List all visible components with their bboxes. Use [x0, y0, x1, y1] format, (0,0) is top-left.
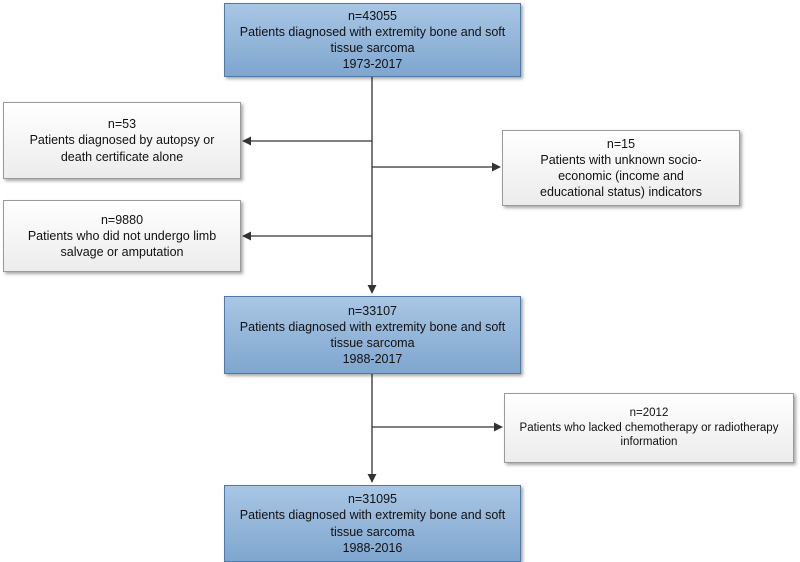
- cohort-description: Patients diagnosed with extremity bone a…: [239, 24, 506, 39]
- cohort-box-initial: n=43055 Patients diagnosed with extremit…: [224, 3, 521, 77]
- exclusion-box-autopsy: n=53 Patients diagnosed by autopsy or de…: [3, 102, 241, 179]
- exclusion-count: n=2012: [629, 406, 669, 419]
- cohort-box-intermediate: n=33107 Patients diagnosed with extremit…: [224, 296, 521, 374]
- exclusion-box-limb-salvage: n=9880 Patients who did not undergo limb…: [3, 200, 241, 272]
- cohort-box-final: n=31095 Patients diagnosed with extremit…: [224, 485, 521, 562]
- exclusion-reason: educational status) indicators: [540, 185, 702, 200]
- exclusion-count: n=15: [606, 136, 636, 151]
- exclusion-box-treatment-info: n=2012 Patients who lacked chemotherapy …: [504, 393, 794, 463]
- cohort-description: tissue sarcoma: [330, 524, 415, 539]
- cohort-count: n=31095: [347, 492, 397, 506]
- exclusion-reason: Patients diagnosed by autopsy or: [29, 133, 215, 148]
- cohort-years: 1973-2017: [342, 57, 403, 72]
- cohort-years: 1988-2016: [342, 540, 403, 555]
- exclusion-reason: Patients who lacked chemotherapy or radi…: [519, 421, 779, 434]
- exclusion-count: n=53: [107, 117, 137, 132]
- cohort-years: 1988-2017: [342, 352, 403, 367]
- exclusion-reason: death certificate alone: [60, 149, 184, 164]
- exclusion-reason: Patients who did not undergo limb: [27, 228, 217, 243]
- cohort-count: n=43055: [347, 8, 397, 23]
- cohort-count: n=33107: [347, 303, 397, 318]
- exclusion-reason: economic (income and: [558, 169, 684, 183]
- cohort-description: tissue sarcoma: [330, 41, 415, 55]
- cohort-description: Patients diagnosed with extremity bone a…: [239, 508, 506, 523]
- cohort-description: Patients diagnosed with extremity bone a…: [239, 319, 506, 334]
- exclusion-box-socioeconomic: n=15 Patients with unknown socio- econom…: [502, 130, 740, 206]
- exclusion-count: n=9880: [100, 212, 144, 227]
- exclusion-reason: information: [620, 436, 678, 449]
- exclusion-reason: Patients with unknown socio-: [540, 152, 702, 167]
- cohort-description: tissue sarcoma: [330, 336, 415, 350]
- exclusion-reason: salvage or amputation: [60, 245, 184, 260]
